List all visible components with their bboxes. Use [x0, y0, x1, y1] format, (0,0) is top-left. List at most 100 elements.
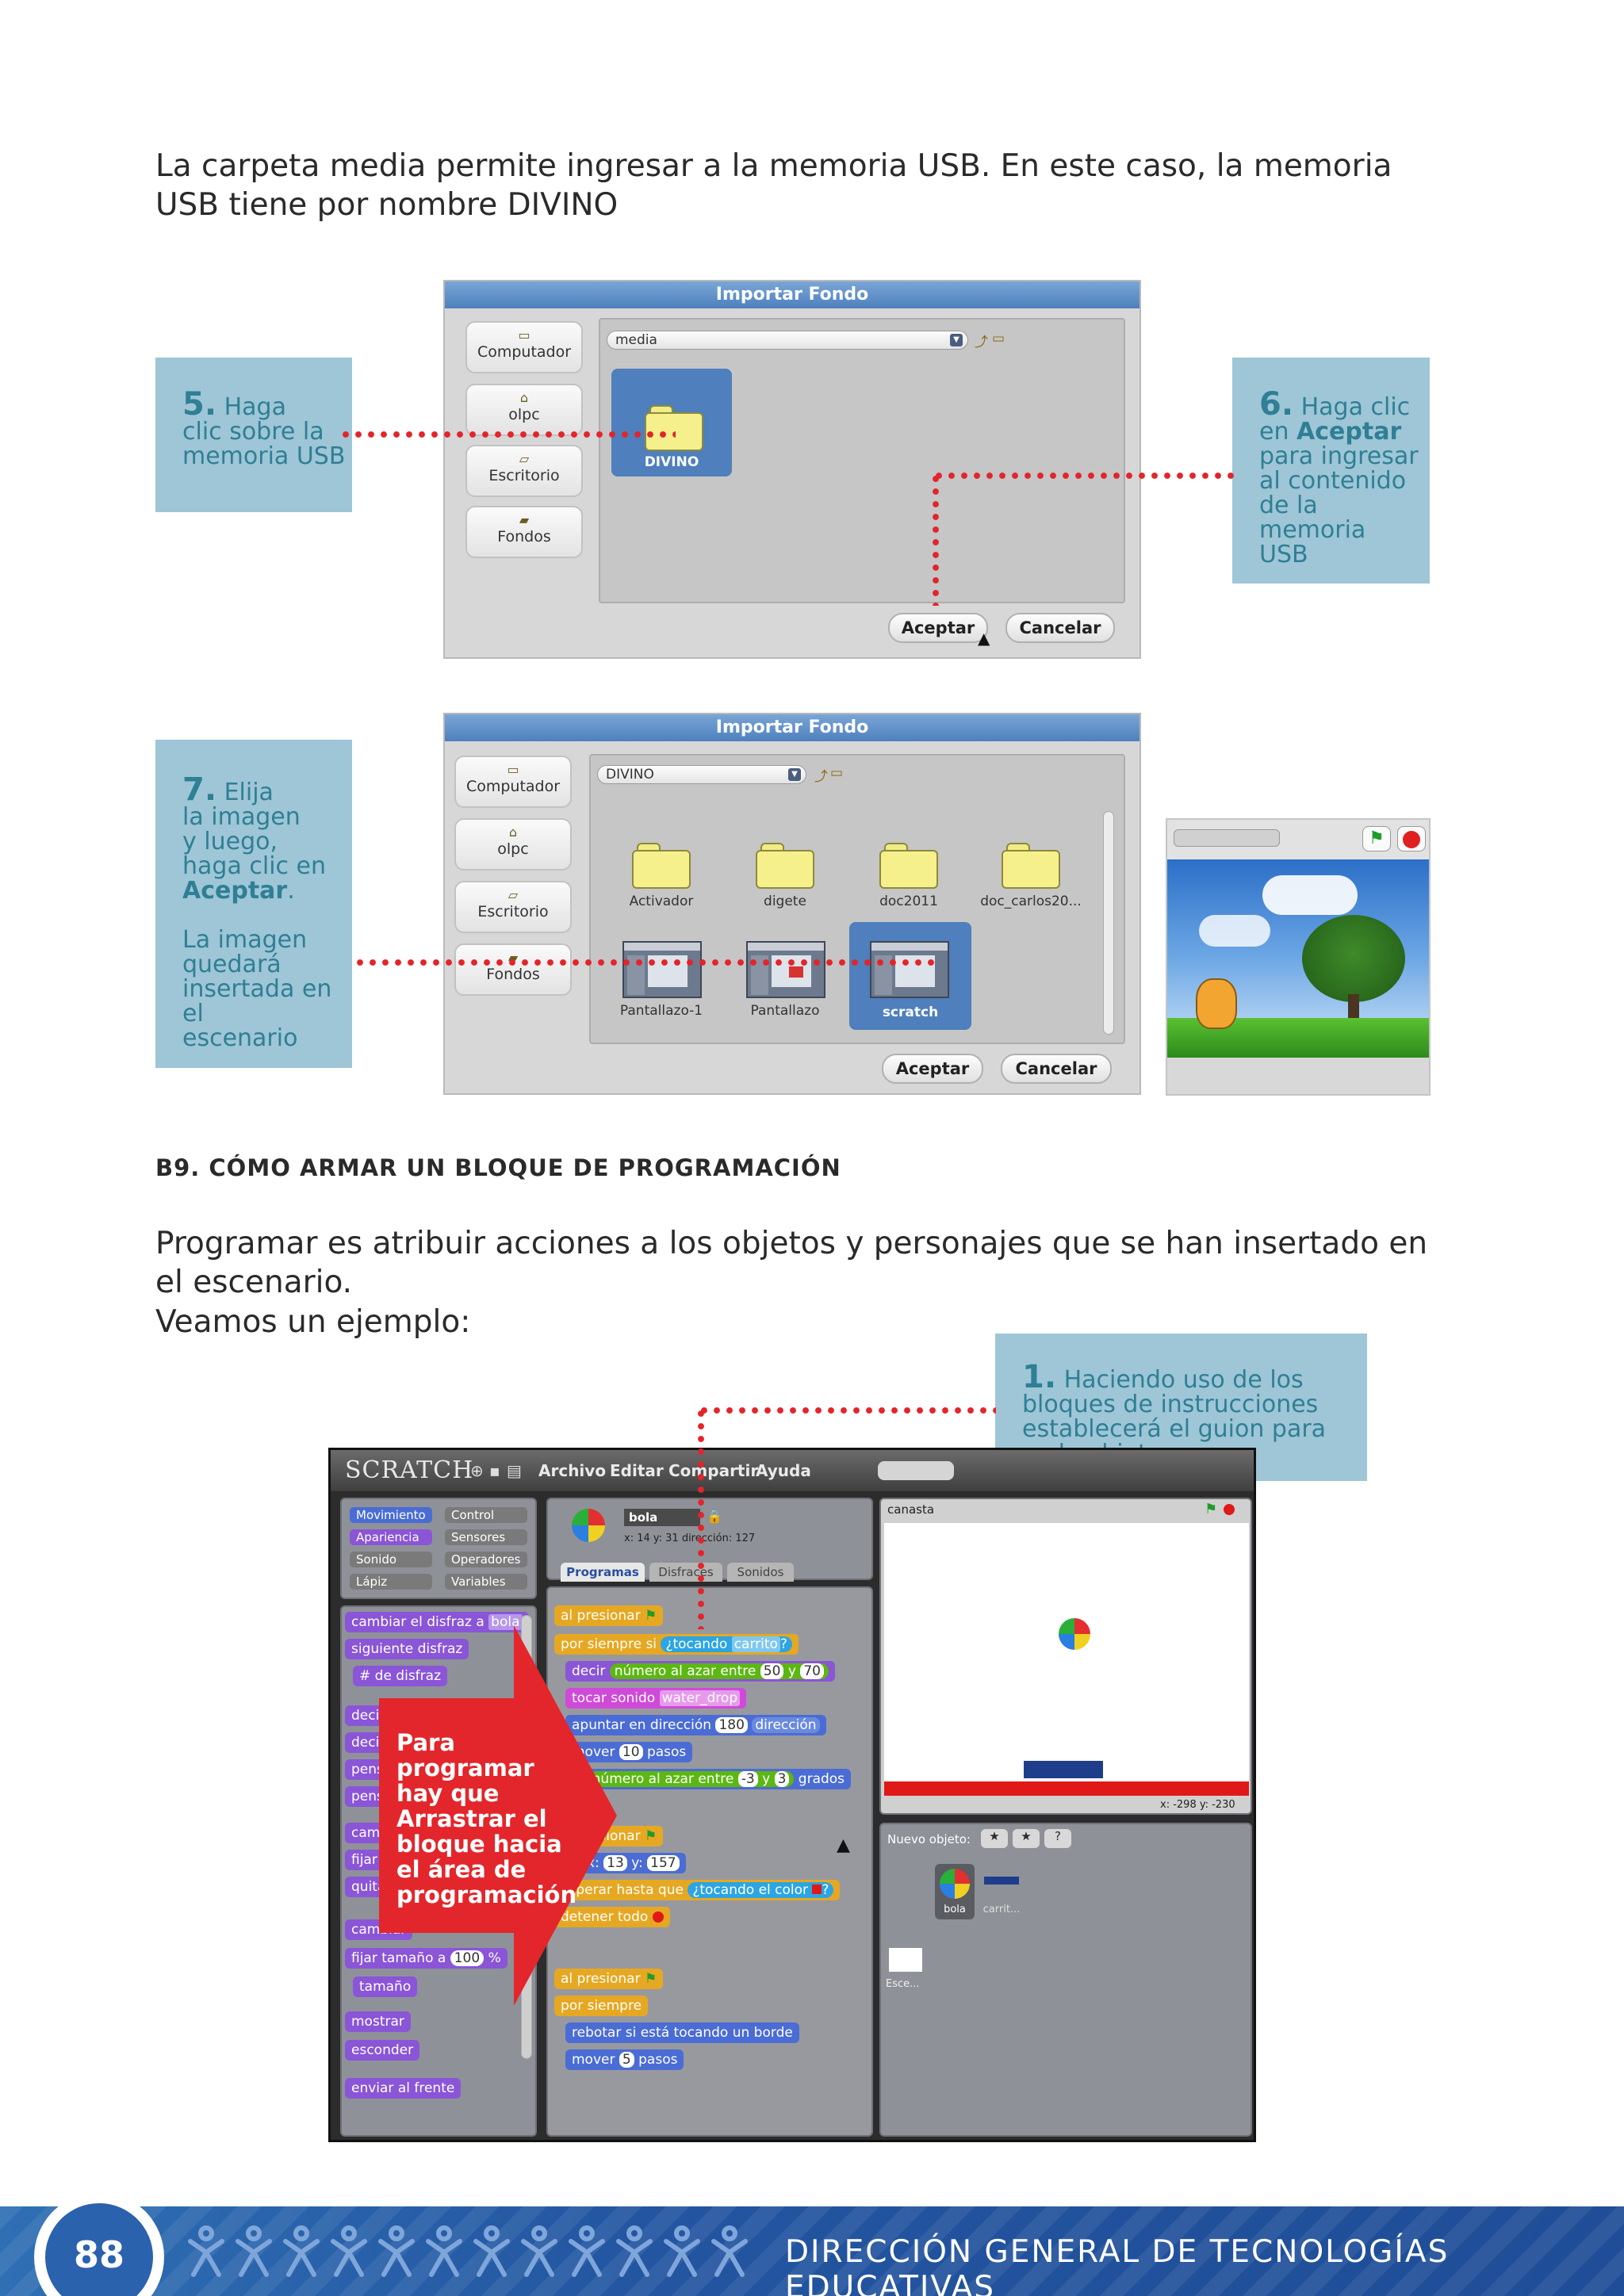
- ball-sprite: [1059, 1618, 1090, 1650]
- script-block[interactable]: detener todo: [554, 1907, 670, 1927]
- folder-icon[interactable]: [1002, 843, 1060, 889]
- sidebar-escritorio[interactable]: ▱Escritorio: [454, 881, 572, 933]
- cancel-button[interactable]: Cancelar: [1001, 1054, 1112, 1084]
- computer-icon: ▭: [518, 327, 530, 342]
- category-variables[interactable]: Variables: [445, 1574, 527, 1590]
- save-icon[interactable]: ▪: [489, 1461, 500, 1480]
- folder-icon[interactable]: [632, 843, 691, 889]
- sidebar-fondos[interactable]: ▰Fondos: [454, 943, 572, 996]
- divino-folder-item[interactable]: DIVINO: [611, 369, 732, 476]
- green-flag-icon[interactable]: ⚑: [1205, 1501, 1218, 1517]
- palette-block[interactable]: # de disfraz: [353, 1666, 447, 1686]
- folder-icon: ▱: [508, 887, 519, 902]
- new-folder-icon[interactable]: ▭: [830, 765, 844, 781]
- script-block[interactable]: decir número al azar entre 50 y 70: [565, 1661, 835, 1682]
- new-folder-icon[interactable]: ▭: [992, 331, 1005, 346]
- stage-preview: ⚑: [1166, 818, 1431, 1096]
- tab-programas[interactable]: Programas: [561, 1563, 645, 1582]
- drag-instruction-text: Para programar hay que Arrastrar el bloq…: [396, 1729, 577, 1908]
- up-folder-icon[interactable]: ⤴: [975, 335, 988, 350]
- sidebar-olpc[interactable]: ⌂olpc: [465, 384, 583, 436]
- share-icon[interactable]: ▤: [507, 1461, 522, 1480]
- sprite-thumb-bola[interactable]: bola: [935, 1864, 975, 1919]
- stage-coordinates: x: -298 y: -230: [1160, 1799, 1235, 1811]
- stage-thumb[interactable]: Esce...: [886, 1943, 925, 1999]
- accept-button[interactable]: Aceptar: [882, 1054, 983, 1084]
- script-block[interactable]: apuntar en dirección 180 dirección: [565, 1715, 826, 1735]
- folder-icon[interactable]: [756, 843, 814, 889]
- cart-sprite: [1024, 1761, 1103, 1778]
- stage-canvas: [884, 1523, 1249, 1796]
- dialog-title: Importar Fondo: [445, 714, 1139, 741]
- stop-icon[interactable]: [1224, 1504, 1235, 1515]
- category-apariencia[interactable]: Apariencia: [350, 1529, 432, 1545]
- script-block[interactable]: al presionar ⚑: [554, 1605, 664, 1626]
- category-movimiento[interactable]: Movimiento: [350, 1507, 432, 1523]
- category-lapiz[interactable]: Lápiz: [350, 1574, 432, 1590]
- image-thumbnail[interactable]: [622, 941, 702, 998]
- stop-icon[interactable]: [1397, 826, 1426, 851]
- menu-archivo[interactable]: Archivo: [538, 1461, 607, 1480]
- sprite-thumb-carrito[interactable]: carrit...: [979, 1864, 1024, 1919]
- menu-compartir[interactable]: Compartir: [668, 1461, 759, 1480]
- connector-step-6-h: [933, 473, 1234, 479]
- tab-disfraces[interactable]: Disfraces: [649, 1563, 722, 1582]
- category-sensores[interactable]: Sensores: [445, 1529, 527, 1545]
- script-block[interactable]: tocar sonido water_drop: [565, 1688, 747, 1709]
- tool-buttons[interactable]: [1174, 829, 1280, 847]
- lock-icon[interactable]: 🔒: [707, 1509, 722, 1524]
- tab-sonidos[interactable]: Sonidos: [727, 1563, 794, 1582]
- paint-sprite-icon[interactable]: ★: [981, 1829, 1008, 1848]
- random-sprite-icon[interactable]: ?: [1044, 1829, 1071, 1848]
- up-folder-icon[interactable]: ⤴: [814, 769, 828, 785]
- palette-block[interactable]: mostrar: [345, 2011, 411, 2032]
- script-block[interactable]: por siempre si ¿tocando carrito?: [554, 1634, 799, 1655]
- script-block[interactable]: mover 5 pasos: [565, 2049, 684, 2070]
- path-dropdown[interactable]: media▼: [607, 331, 968, 350]
- category-operadores[interactable]: Operadores: [445, 1552, 527, 1567]
- script-block[interactable]: por siempre: [554, 1996, 649, 2016]
- stage-label: Esce...: [886, 1978, 920, 1990]
- sidebar-computador[interactable]: ▭Computador: [454, 756, 572, 808]
- scrollbar[interactable]: [1103, 811, 1114, 1035]
- sidebar-olpc[interactable]: ⌂olpc: [454, 818, 572, 871]
- cancel-button[interactable]: Cancelar: [1005, 613, 1115, 643]
- script-block[interactable]: ↻ número al azar entre -3 y 3 grados: [565, 1769, 852, 1789]
- palette-block[interactable]: esconder: [345, 2040, 420, 2061]
- script-block[interactable]: rebotar si está tocando un borde: [565, 2022, 799, 2043]
- palette-block[interactable]: enviar al frente: [345, 2078, 462, 2099]
- sidebar-computador[interactable]: ▭Computador: [465, 321, 583, 373]
- red-drag-arrow: [379, 1625, 617, 2006]
- sprite-name-field[interactable]: bola: [624, 1509, 700, 1526]
- stage-tools[interactable]: [878, 1461, 954, 1480]
- script-block[interactable]: al presionar ⚑: [554, 1969, 664, 1989]
- callout-step-6: 6. Haga clic en Aceptar para ingresar al…: [1232, 358, 1430, 584]
- green-flag-icon[interactable]: ⚑: [1362, 826, 1391, 851]
- choose-sprite-icon[interactable]: ★: [1013, 1829, 1040, 1848]
- menu-ayuda[interactable]: Ayuda: [756, 1461, 811, 1480]
- category-control[interactable]: Control: [445, 1507, 527, 1523]
- page-number-badge: 88: [34, 2192, 164, 2296]
- folder-icon[interactable]: [879, 843, 938, 889]
- category-sonido[interactable]: Sonido: [350, 1552, 432, 1567]
- palette-block[interactable]: siguiente disfraz: [345, 1639, 469, 1659]
- sidebar-fondos[interactable]: ▰Fondos: [465, 506, 583, 558]
- figures-decoration: [188, 2225, 755, 2277]
- accept-button[interactable]: Aceptar: [888, 613, 988, 643]
- path-dropdown[interactable]: DIVINO▼: [597, 765, 806, 784]
- script-block[interactable]: esperar hasta que ¿tocando el color ?: [554, 1880, 841, 1900]
- scratch-image-item[interactable]: scratch: [849, 922, 971, 1030]
- import-background-dialog-2: Importar Fondo ▭Computador ⌂olpc ▱Escrit…: [443, 713, 1141, 1095]
- menu-editar[interactable]: Editar: [610, 1461, 664, 1480]
- script-block[interactable]: mover 10 pasos: [565, 1742, 693, 1762]
- palette-block[interactable]: tamaño: [353, 1976, 418, 1997]
- image-thumbnail[interactable]: [746, 941, 825, 998]
- sidebar-escritorio[interactable]: ▱Escritorio: [465, 445, 583, 497]
- intro-paragraph: La carpeta media permite ingresar a la m…: [155, 148, 1392, 223]
- palette-block[interactable]: cambiar el disfraz a bola: [345, 1612, 529, 1632]
- palette-block[interactable]: fijar tamaño a 100 %: [345, 1948, 508, 1969]
- home-icon: ⌂: [519, 390, 529, 405]
- connector-step-5: [339, 431, 676, 438]
- sprite-coordinates: x: 14 y: 31 dirección: 127: [624, 1533, 756, 1544]
- language-icon[interactable]: ⊕: [470, 1461, 484, 1480]
